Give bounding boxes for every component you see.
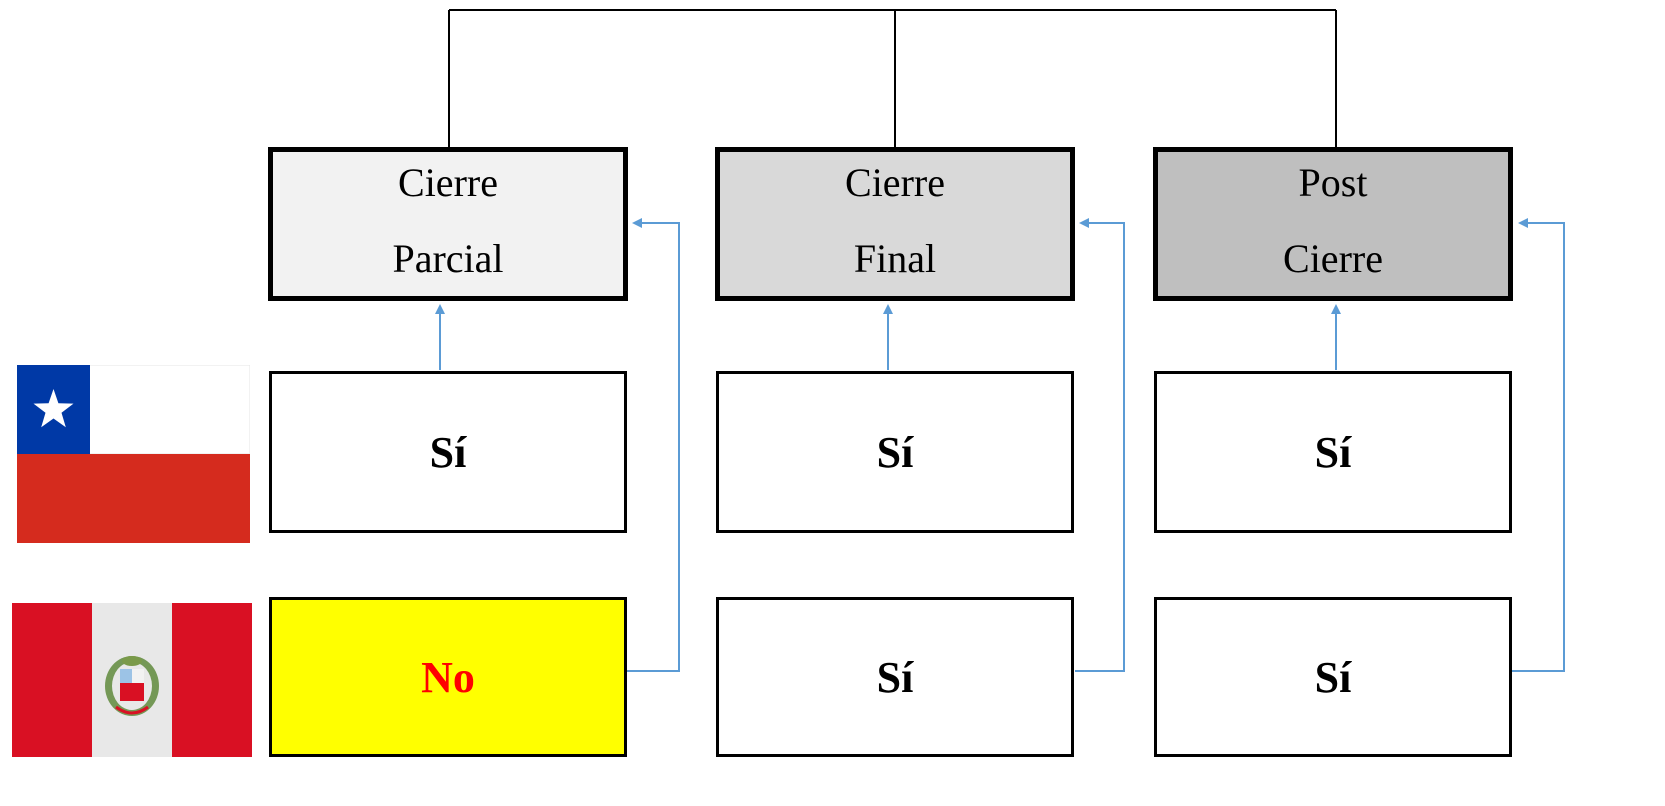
peru-arrows (627, 218, 1565, 672)
stage-2-line-2: Final (853, 236, 937, 281)
stage-box-cierre-parcial: Cierre Parcial (268, 147, 628, 301)
stage-box-post-cierre: Post Cierre (1153, 147, 1513, 301)
coat-of-arms-icon (105, 656, 159, 716)
chile-flag-icon (17, 365, 250, 543)
peru-flag-icon (12, 603, 252, 757)
chile-arrows (435, 304, 1341, 370)
answer-peru-cierre-parcial: No (269, 597, 627, 757)
answer-peru-post-cierre: Sí (1154, 597, 1512, 757)
stage-3-line-1: Post (1298, 160, 1368, 205)
arrow-peru-stage-1 (627, 218, 680, 672)
arrow-peru-stage-3 (1512, 218, 1565, 672)
answer-chile-cierre-final: Sí (716, 371, 1074, 533)
star-icon (33, 389, 74, 428)
answer-peru-cierre-final: Sí (716, 597, 1074, 757)
stage-2-line-1: Cierre (845, 160, 945, 205)
tree-connectors (448, 9, 1337, 149)
answer-chile-cierre-parcial: Sí (269, 371, 627, 533)
stage-3-line-2: Cierre (1283, 236, 1383, 281)
arrow-peru-stage-2 (1075, 218, 1125, 672)
stage-1-line-2: Parcial (392, 236, 504, 281)
answer-chile-post-cierre: Sí (1154, 371, 1512, 533)
stage-box-cierre-final: Cierre Final (715, 147, 1075, 301)
stage-1-line-1: Cierre (398, 160, 498, 205)
